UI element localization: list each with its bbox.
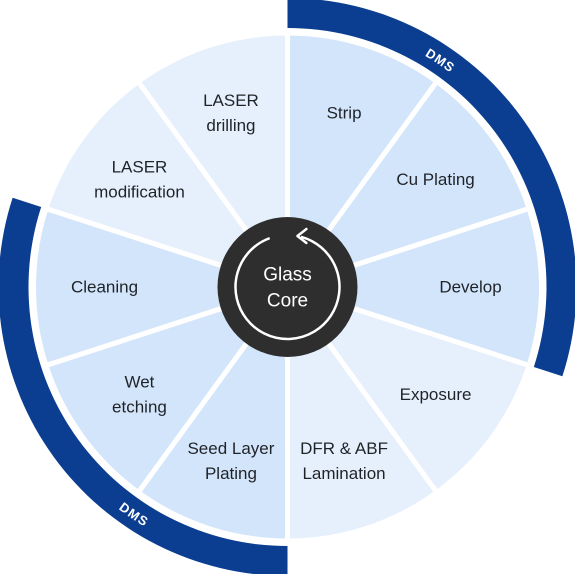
glass-core: Glass Core	[217, 217, 358, 357]
segment-label: LASER	[203, 91, 259, 110]
segment-label: modification	[94, 182, 185, 201]
segment-shape	[285, 279, 441, 544]
dms-group-arc: DMS	[0, 197, 288, 574]
segment-label: LASER	[112, 157, 168, 176]
segment-label: etching	[112, 398, 167, 417]
segment-shape	[134, 30, 290, 295]
core-label-line-1: Glass	[263, 265, 312, 286]
segment-label: DFR & ABF	[300, 439, 388, 458]
segment-label: Seed Layer	[187, 439, 274, 458]
segment-label: Strip	[327, 103, 362, 122]
segment-label: Cleaning	[71, 278, 138, 297]
segment-strip: Strip	[285, 30, 441, 295]
segment-dfr-abf-lamination: DFR & ABF Lamination	[285, 279, 441, 544]
segment-label: Cu Plating	[396, 170, 474, 189]
segment-label: Exposure	[400, 385, 472, 404]
segment-shape	[42, 78, 295, 292]
segment-shape	[134, 279, 290, 544]
core-label-line-2: Core	[267, 291, 308, 312]
segment-laser-modification: LASER modification	[42, 78, 295, 292]
segment-label: Wet	[124, 373, 154, 392]
segment-shape	[279, 205, 544, 369]
segment-shape	[285, 30, 441, 295]
segment-wet-etching: Wet etching	[42, 282, 295, 496]
cycle-arrowhead-icon	[296, 227, 308, 245]
segment-develop: Develop	[279, 205, 544, 369]
segment-label: Plating	[205, 464, 257, 483]
segment-laser-drilling: LASER drilling	[134, 30, 290, 295]
segment-cleaning: Cleaning	[31, 205, 296, 369]
dms-arc-band	[0, 197, 288, 574]
segment-label: Lamination	[302, 464, 385, 483]
segment-shape	[280, 78, 533, 292]
segment-label: Develop	[439, 278, 501, 297]
segment-shape	[31, 205, 296, 369]
segment-exposure: Exposure	[280, 282, 533, 496]
segment-shape	[280, 282, 533, 496]
segment-label: drilling	[206, 116, 255, 135]
core-disk	[217, 217, 358, 357]
segment-cu-plating: Cu Plating	[280, 78, 533, 292]
segment-shape	[42, 282, 295, 496]
cycle-arrow-icon	[234, 235, 341, 341]
dms-arc-band	[287, 0, 575, 377]
